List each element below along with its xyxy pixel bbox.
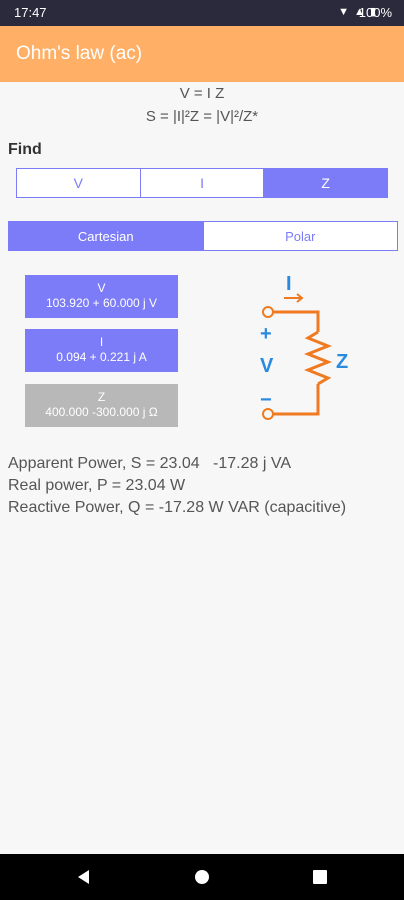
app-title: Ohm's law (ac) bbox=[16, 43, 143, 64]
home-icon[interactable] bbox=[192, 867, 212, 887]
mode-option-cartesian[interactable]: Cartesian bbox=[9, 222, 204, 250]
formula-ohms-law: V = I Z bbox=[179, 85, 225, 102]
current-arrow-icon bbox=[284, 293, 304, 303]
formula-power: S = |I|²Z = |V|²/Z* bbox=[145, 108, 259, 125]
wifi-icon: ▼ bbox=[338, 5, 350, 18]
terminal-top bbox=[262, 306, 274, 318]
mode-selector: Cartesian Polar bbox=[8, 221, 398, 251]
battery-icon: ▮ bbox=[369, 6, 376, 18]
impedance-label: Z bbox=[97, 390, 106, 404]
apparent-power-text: Apparent Power, S = 23.04 -17.28 j VA bbox=[8, 455, 291, 472]
current-label: I bbox=[99, 335, 104, 349]
status-icons: ▼ ▲ ▮ bbox=[338, 5, 376, 19]
current-value-box[interactable]: I 0.094 + 0.221 j A bbox=[25, 329, 178, 372]
voltage-value: 103.920 + 60.000 j V bbox=[45, 296, 158, 310]
circuit-plus: + bbox=[260, 323, 272, 345]
resistor-icon bbox=[303, 330, 333, 386]
reactive-power-text: Reactive Power, Q = -17.28 W VAR (capaci… bbox=[8, 499, 347, 516]
signal-icon: ▲ bbox=[354, 5, 365, 18]
circuit-minus: − bbox=[260, 389, 272, 411]
circuit-voltage-label: V bbox=[260, 355, 274, 377]
terminal-bottom bbox=[262, 408, 274, 420]
find-option-z[interactable]: Z bbox=[264, 169, 388, 197]
back-icon[interactable] bbox=[74, 867, 94, 887]
circuit-current-label: I bbox=[286, 273, 292, 295]
real-power-text: Real power, P = 23.04 W bbox=[8, 477, 186, 494]
status-bar: 17:47 ▼ ▲ ▮ 100% bbox=[0, 0, 404, 26]
system-nav-bar bbox=[0, 854, 404, 900]
voltage-value-box[interactable]: V 103.920 + 60.000 j V bbox=[25, 275, 178, 318]
voltage-label: V bbox=[97, 281, 106, 295]
app-bar: Ohm's law (ac) bbox=[0, 26, 404, 82]
wire-top bbox=[272, 310, 320, 332]
circuit-impedance-label: Z bbox=[336, 351, 348, 373]
find-selector: V I Z bbox=[16, 168, 388, 198]
find-label: Find bbox=[8, 141, 42, 158]
status-time: 17:47 bbox=[14, 5, 47, 20]
recents-icon[interactable] bbox=[310, 867, 330, 887]
current-value: 0.094 + 0.221 j A bbox=[56, 350, 147, 364]
find-option-i[interactable]: I bbox=[140, 169, 265, 197]
impedance-value-box: Z 400.000 -300.000 j Ω bbox=[25, 384, 178, 427]
impedance-value: 400.000 -300.000 j Ω bbox=[45, 405, 158, 419]
circuit-diagram: I + V − Z bbox=[260, 273, 348, 420]
battery-level: 100% bbox=[358, 5, 392, 20]
wire-bottom bbox=[272, 384, 320, 416]
mode-option-polar[interactable]: Polar bbox=[203, 222, 397, 250]
find-option-v[interactable]: V bbox=[17, 169, 141, 197]
